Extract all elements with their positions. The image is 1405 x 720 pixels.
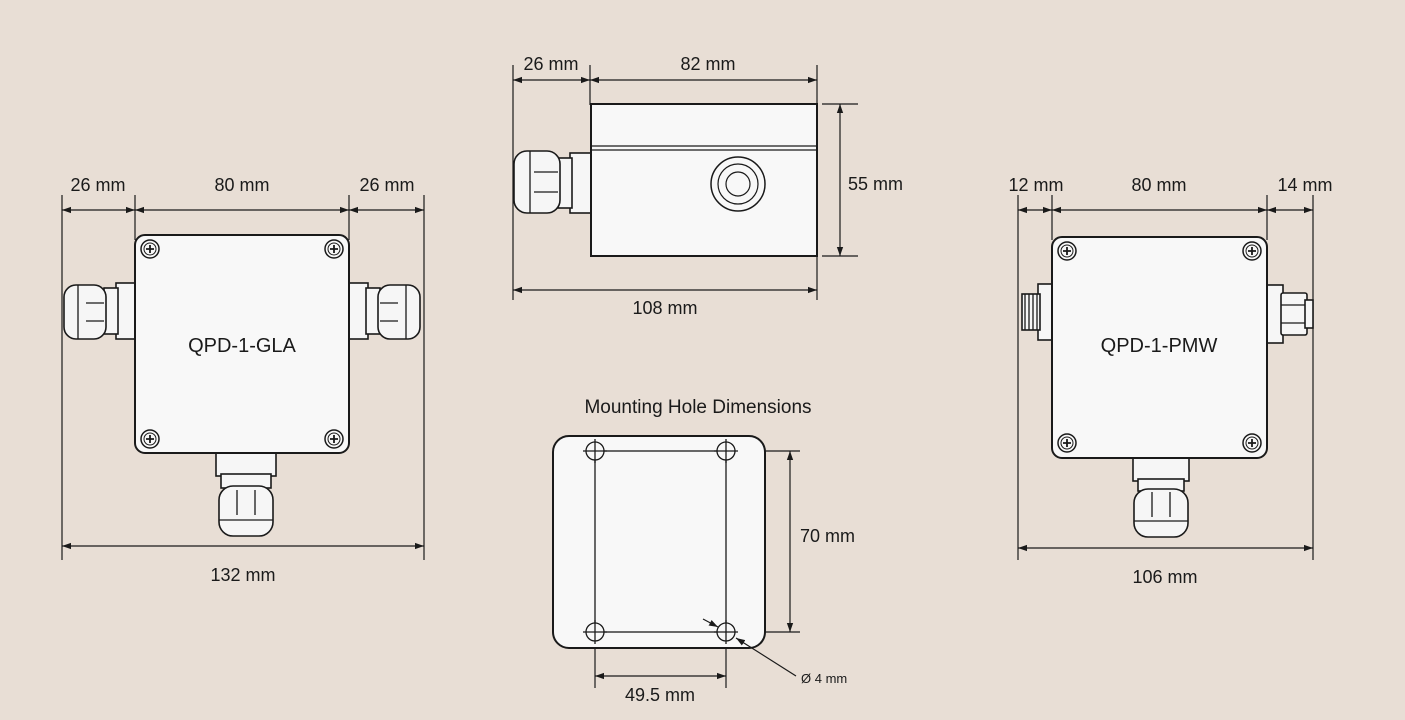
right-dim-label-80: 80 mm — [1131, 175, 1186, 195]
model-label-pmw: QPD-1-PMW — [1101, 335, 1218, 357]
top-dim-label-82: 82 mm — [680, 54, 735, 74]
mounting-hole-icon — [714, 439, 738, 463]
screw-icon — [1057, 433, 1077, 453]
left-dim-label-26b: 26 mm — [359, 175, 414, 195]
screw-icon — [140, 429, 160, 449]
right-cable-gland — [347, 282, 421, 340]
right-view-qpd-1-pmw: 12 mm 80 mm 14 mm QPD-1-PMW 106 mm — [1008, 175, 1332, 587]
right-dim-label-106: 106 mm — [1132, 567, 1197, 587]
left-dim-label-26a: 26 mm — [70, 175, 125, 195]
mounting-hole-icon — [583, 439, 607, 463]
enclosure-box-pmw — [1051, 236, 1268, 459]
left-dim-label-80: 80 mm — [214, 175, 269, 195]
panel-connector-icon — [1266, 284, 1314, 344]
right-dim-label-14: 14 mm — [1277, 175, 1332, 195]
mounting-hole-icon — [583, 620, 607, 644]
mounting-title: Mounting Hole Dimensions — [584, 397, 811, 418]
mounting-hole-view: Mounting Hole Dimensions 70 mm 49.5 mm — [552, 397, 855, 705]
bottom-cable-gland — [215, 451, 277, 537]
screw-icon — [140, 239, 160, 259]
threaded-connector-icon — [1021, 283, 1053, 341]
screw-icon — [324, 239, 344, 259]
model-label-gla: QPD-1-GLA — [188, 335, 296, 357]
mounting-hole-icon — [714, 620, 738, 644]
hole-pattern-outline — [594, 450, 727, 633]
screw-icon — [1057, 241, 1077, 261]
right-dim-label-12: 12 mm — [1008, 175, 1063, 195]
port-icon — [710, 156, 766, 212]
top-dim-label-26: 26 mm — [523, 54, 578, 74]
top-view-side-elevation: 26 mm 82 mm 55 mm 108 mm — [512, 54, 903, 318]
mount-dim-label-49-5: 49.5 mm — [625, 685, 695, 705]
hole-diameter-label: Ø 4 mm — [801, 671, 847, 686]
mount-dim-label-70: 70 mm — [800, 526, 855, 546]
left-view-qpd-1-gla: 26 mm 80 mm 26 mm QPD-1-GLA 132 mm — [61, 175, 425, 585]
screw-icon — [324, 429, 344, 449]
enclosure-side — [590, 103, 818, 257]
left-dim-label-132: 132 mm — [210, 565, 275, 585]
screw-icon — [1242, 241, 1262, 261]
mounting-plate — [552, 435, 766, 649]
left-cable-gland — [63, 282, 137, 340]
hole-leader-line — [735, 637, 797, 677]
bottom-cable-gland-pmw — [1132, 456, 1190, 538]
enclosure-box — [134, 234, 350, 454]
screw-icon — [1242, 433, 1262, 453]
top-dim-label-55: 55 mm — [848, 174, 903, 194]
hole-leader-arrow — [702, 618, 719, 628]
top-dim-label-108: 108 mm — [632, 298, 697, 318]
side-cable-gland — [513, 150, 593, 214]
